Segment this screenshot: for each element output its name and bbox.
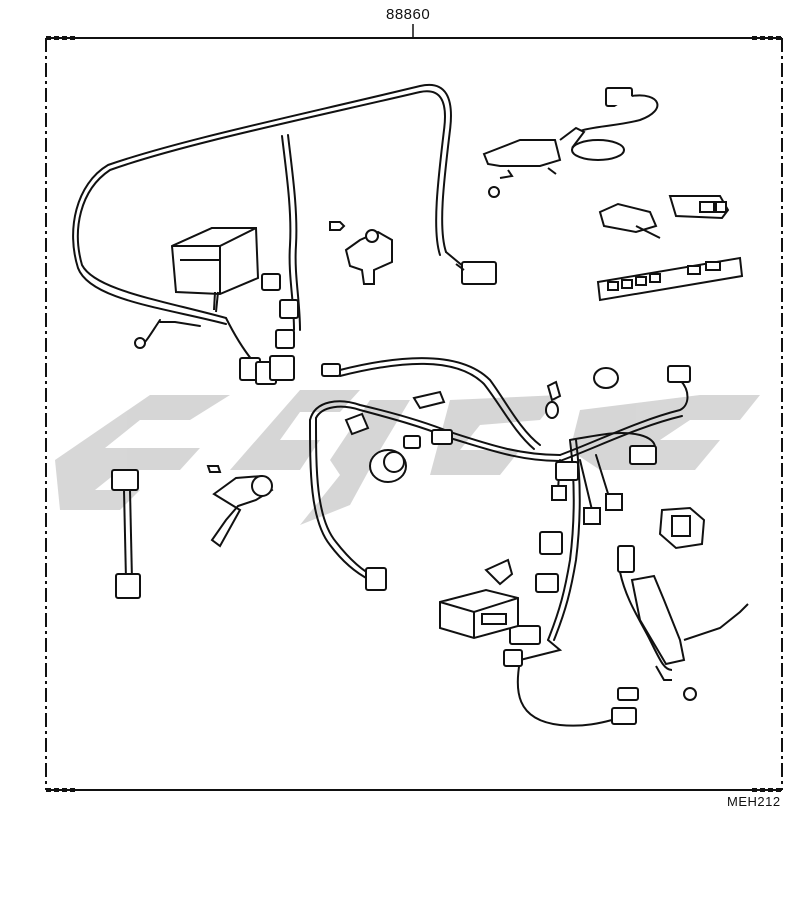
part-number-label: 88860 — [386, 6, 431, 23]
upper-connectors — [134, 261, 497, 385]
lower-connectors — [321, 363, 691, 725]
switch-bracket — [329, 221, 393, 285]
watermark-logo — [55, 390, 760, 525]
switch-blocks — [596, 195, 744, 302]
diagram-frame — [45, 24, 783, 792]
diagram-code-label: MEH212 — [727, 794, 781, 809]
left-components — [111, 465, 274, 599]
relay-box — [170, 227, 260, 313]
upper-harness — [72, 83, 471, 361]
right-lower-components — [617, 506, 749, 701]
control-module — [439, 588, 519, 640]
lower-harness — [309, 357, 689, 727]
top-right-parts — [482, 87, 659, 198]
